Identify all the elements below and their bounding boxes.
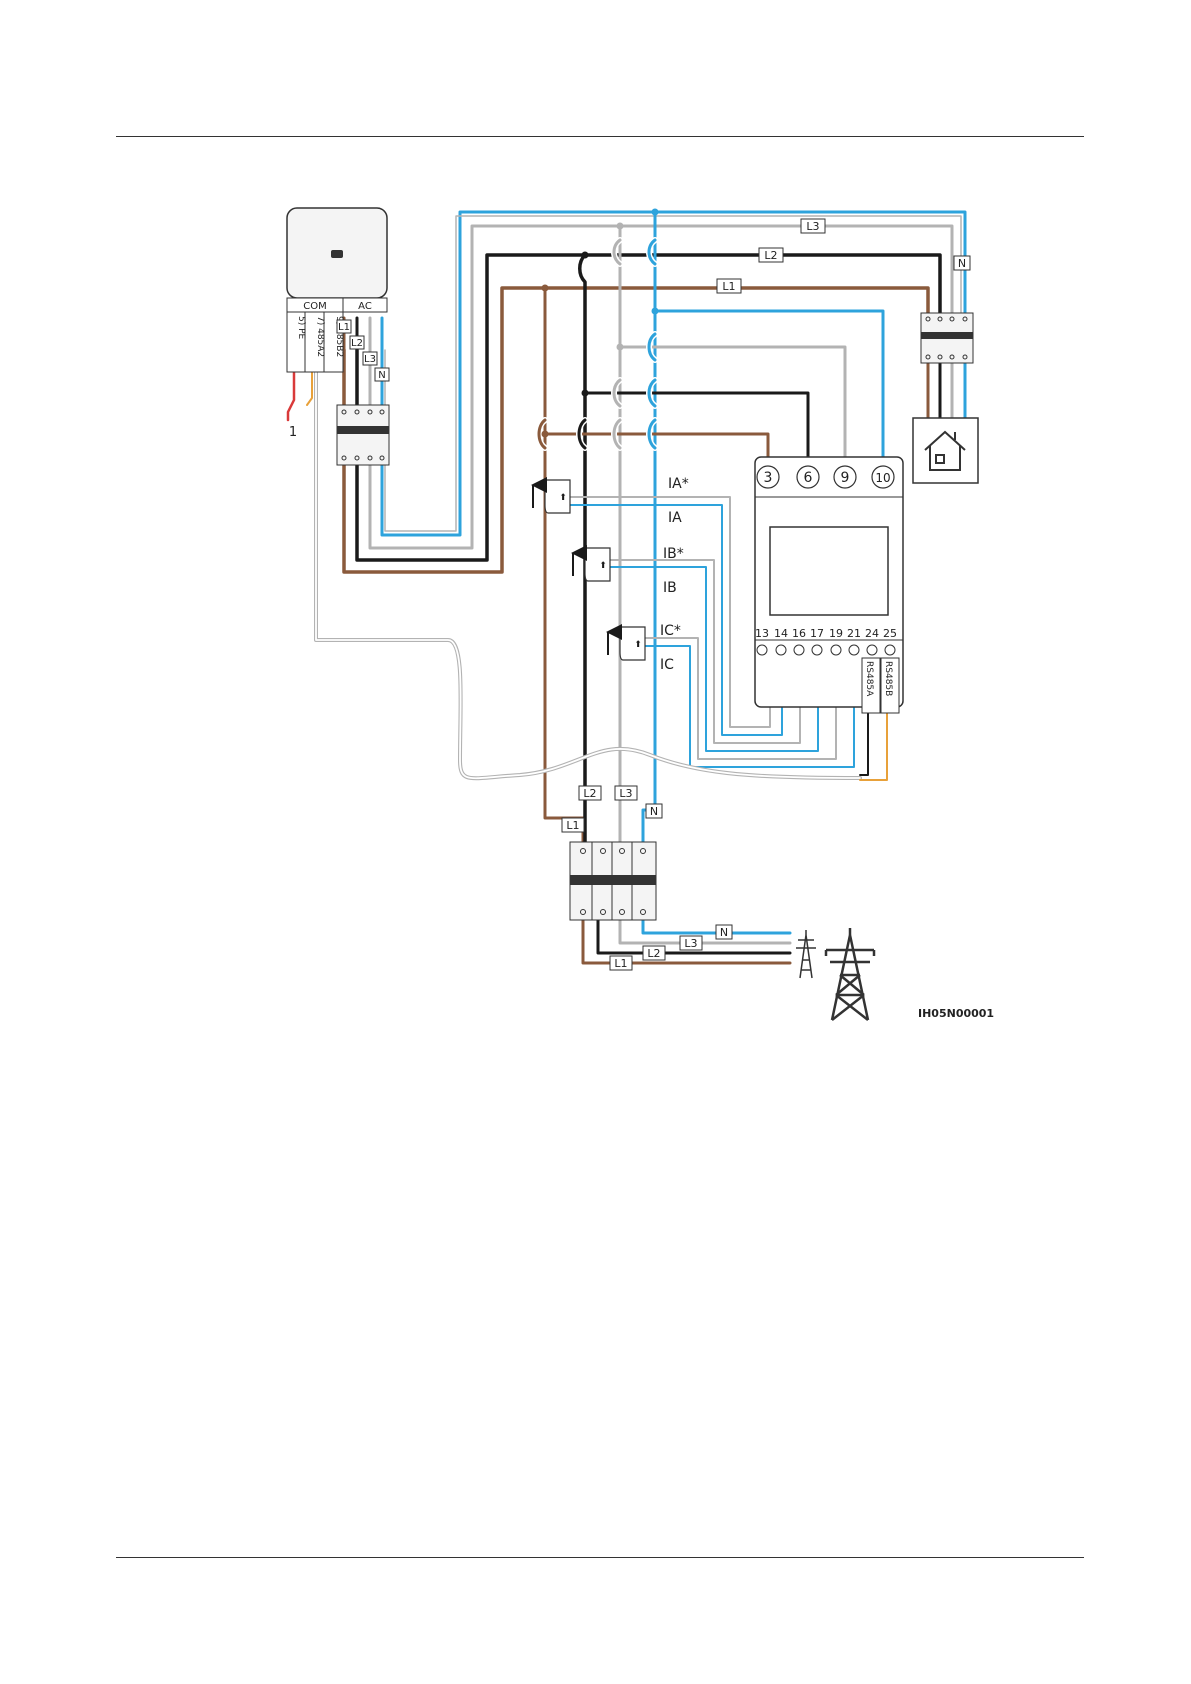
transmission-tower-icon xyxy=(826,928,874,1020)
cable-callout: 1 xyxy=(289,425,297,440)
ac-label-l3: L3 xyxy=(364,354,376,365)
label-l1-mid: L1 xyxy=(566,819,579,832)
terminal-24: 24 xyxy=(865,627,879,640)
label-l3-grid: L3 xyxy=(684,937,697,950)
inverter-logo-icon xyxy=(331,250,343,258)
label-n-mid: N xyxy=(650,805,658,818)
terminal-17: 17 xyxy=(810,627,824,640)
inverter-com-label: COM xyxy=(303,301,326,312)
terminal-21: 21 xyxy=(847,627,861,640)
ct-label-ia: IA xyxy=(668,510,682,526)
label-n-top: N xyxy=(958,257,966,270)
terminal-3: 3 xyxy=(764,470,773,486)
terminal-13: 13 xyxy=(755,627,769,640)
svg-text:⬆: ⬆ xyxy=(599,561,607,571)
svg-text:⬆: ⬆ xyxy=(559,493,567,503)
breaker-inverter xyxy=(337,405,389,465)
terminal-6: 6 xyxy=(804,470,813,486)
com-pin-pe: 5) PE xyxy=(296,316,306,340)
breaker-house xyxy=(921,313,973,363)
energy-meter: 3 6 9 10 13 14 16 17 19 21 24 25 RS485A … xyxy=(755,457,903,713)
house-load xyxy=(913,418,978,483)
terminal-19: 19 xyxy=(829,627,843,640)
ct-label-ib-star: IB* xyxy=(663,546,684,562)
terminal-14: 14 xyxy=(774,627,788,640)
ct-a: ⬆ xyxy=(533,480,570,513)
label-l3-mid: L3 xyxy=(619,787,632,800)
ct-label-ia-star: IA* xyxy=(668,476,689,492)
terminal-10: 10 xyxy=(875,471,890,485)
terminal-25: 25 xyxy=(883,627,897,640)
label-l2-mid: L2 xyxy=(583,787,596,800)
figure-id: IH05N00001 xyxy=(918,1007,994,1020)
rs485b-label: RS485B xyxy=(883,661,893,696)
label-l3-top: L3 xyxy=(806,220,819,233)
meter-display xyxy=(770,527,888,615)
breaker-grid xyxy=(570,842,656,920)
label-l1-top: L1 xyxy=(722,280,735,293)
svg-text:⬆: ⬆ xyxy=(634,640,642,650)
com-pin-485a2: 7) 485A2 xyxy=(315,316,325,357)
ac-label-n: N xyxy=(378,370,385,381)
rs485a-label: RS485A xyxy=(864,661,874,697)
wire-n-vertical xyxy=(643,212,655,845)
ct-c: ⬆ xyxy=(608,627,645,660)
terminal-16: 16 xyxy=(792,627,806,640)
label-n-grid: N xyxy=(720,926,728,939)
ac-label-l2: L2 xyxy=(351,338,363,349)
ct-label-ib: IB xyxy=(663,580,677,596)
ct-label-ic: IC xyxy=(660,657,674,673)
inverter-ac-label: AC xyxy=(358,301,372,312)
label-l2-top: L2 xyxy=(764,249,777,262)
ct-a-wires xyxy=(560,497,770,727)
terminal-9: 9 xyxy=(841,470,850,486)
label-l2-grid: L2 xyxy=(647,947,660,960)
ac-label-l1: L1 xyxy=(338,322,350,333)
ct-b: ⬆ xyxy=(573,548,610,581)
ct-label-ic-star: IC* xyxy=(660,623,681,639)
label-l1-grid: L1 xyxy=(614,957,627,970)
small-pylon-icon xyxy=(796,930,816,978)
